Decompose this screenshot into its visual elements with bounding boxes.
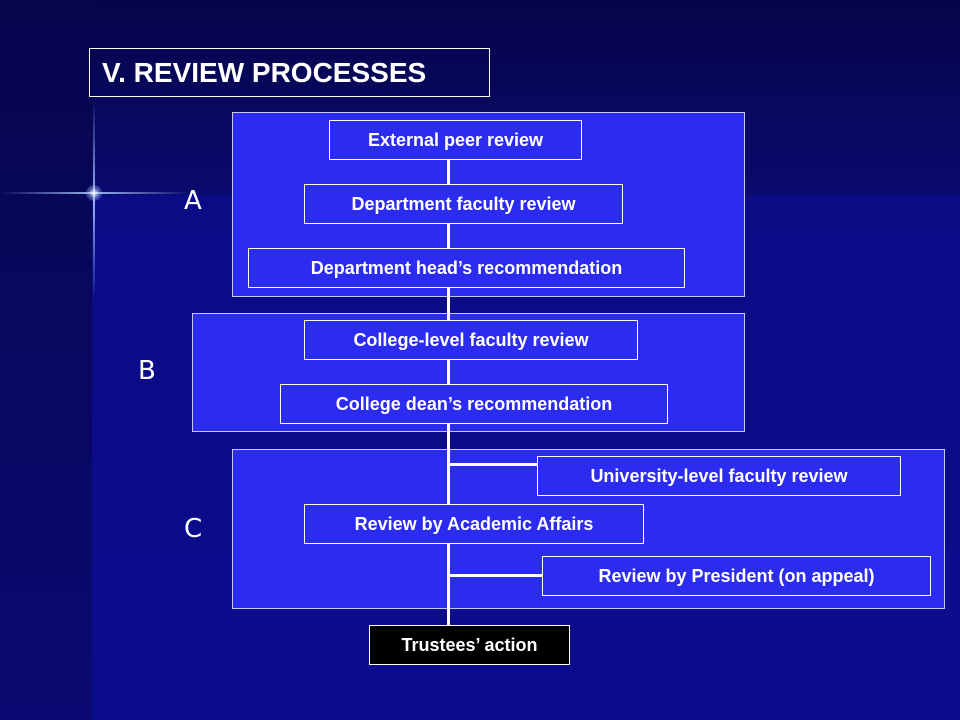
college-faculty-review-box: College-level faculty review	[304, 320, 638, 360]
trustees-action-box: Trustees’ action	[369, 625, 570, 665]
academic-affairs-review-box: Review by Academic Affairs	[304, 504, 644, 544]
section-a-label: A	[184, 186, 202, 216]
department-faculty-review-box: Department faculty review	[304, 184, 623, 224]
branch-connector-university	[447, 463, 539, 466]
slide-title: V. REVIEW PROCESSES	[89, 48, 490, 97]
president-review-box: Review by President (on appeal)	[542, 556, 931, 596]
sparkle-icon	[86, 185, 102, 201]
section-c-label: C	[184, 514, 203, 544]
university-faculty-review-box: University-level faculty review	[537, 456, 901, 496]
branch-connector-president	[447, 574, 543, 577]
external-peer-review-box: External peer review	[329, 120, 582, 160]
department-head-recommendation-box: Department head’s recommendation	[248, 248, 685, 288]
background-left-panel	[0, 0, 92, 720]
college-dean-recommendation-box: College dean’s recommendation	[280, 384, 668, 424]
section-b-label: B	[138, 356, 156, 386]
